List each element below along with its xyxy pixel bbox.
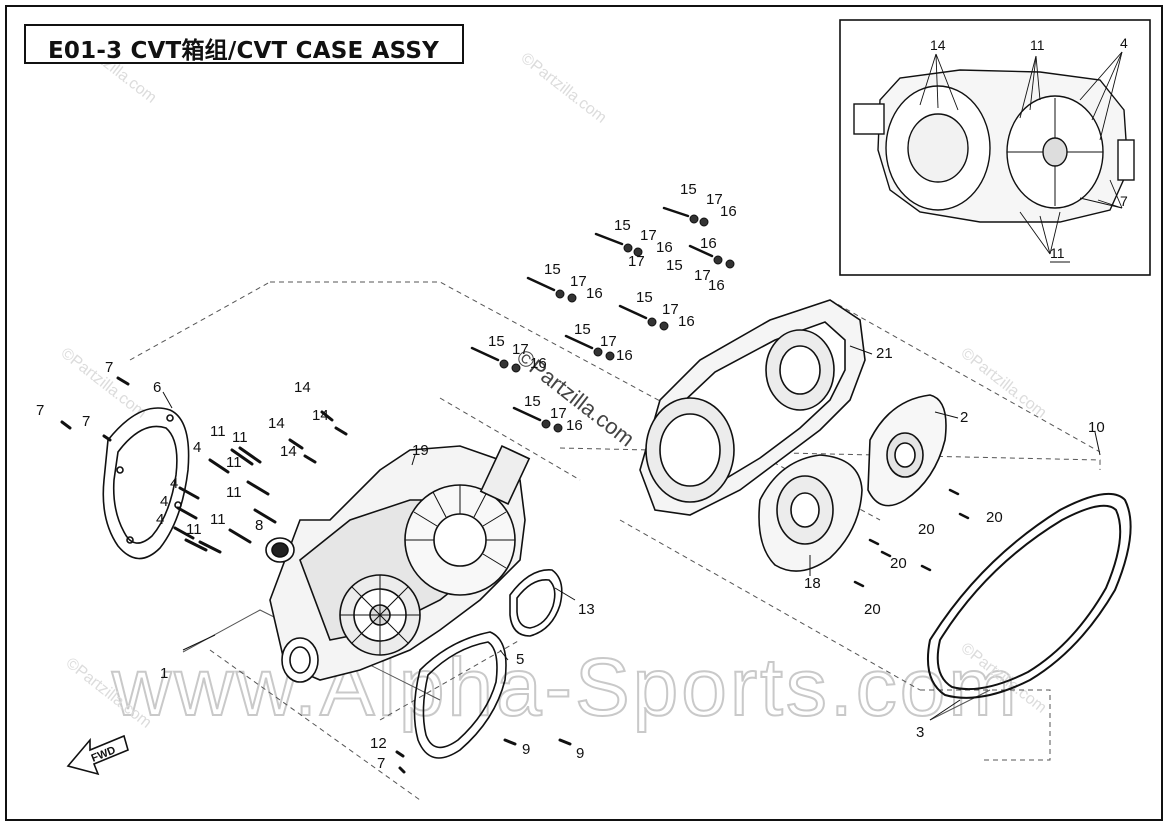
callout-11: 11 xyxy=(232,429,248,446)
gasket-6 xyxy=(102,407,190,560)
callout-11: 11 xyxy=(186,521,202,538)
inset-callout-4: 4 xyxy=(1120,35,1128,51)
callout-8: 8 xyxy=(255,517,263,534)
callout-11: 11 xyxy=(226,484,242,501)
inset-callout-11: 11 xyxy=(1030,37,1045,53)
callout-14: 14 xyxy=(312,407,329,424)
callout-15: 15 xyxy=(574,321,591,338)
callout-20: 20 xyxy=(890,555,907,572)
case-bolts-15 xyxy=(470,206,714,422)
callout-3: 3 xyxy=(916,724,924,741)
callout-17: 17 xyxy=(550,405,567,422)
partzilla-watermark-faint: ©Partzilla.com xyxy=(958,345,1050,422)
callout-16: 16 xyxy=(566,417,583,434)
callout-leaders xyxy=(162,345,1101,721)
callout-10: 10 xyxy=(1088,419,1105,436)
callout-14: 14 xyxy=(268,415,285,432)
callout-14: 14 xyxy=(280,443,297,460)
callout-17: 17 xyxy=(694,267,711,284)
callout-15: 15 xyxy=(680,181,697,198)
cvt-outer-case-1 xyxy=(269,444,531,683)
inset-callout-11: 11 xyxy=(1050,245,1065,261)
callout-16: 16 xyxy=(530,355,547,372)
callout-16: 16 xyxy=(708,277,725,294)
callout-20: 20 xyxy=(986,509,1003,526)
drawing-frame xyxy=(5,5,1163,821)
callout-15: 15 xyxy=(666,257,683,274)
callout-19: 19 xyxy=(412,442,429,459)
cvt-inner-case-21 xyxy=(639,299,866,516)
title-box: E01-3 CVT箱组/CVT CASE ASSY xyxy=(24,24,464,64)
callout-7: 7 xyxy=(36,402,44,419)
gasket-5 xyxy=(413,631,507,759)
partzilla-watermark-faint: ©Partzilla.com xyxy=(58,345,150,422)
callout-4: 4 xyxy=(156,511,164,528)
callout-11: 11 xyxy=(210,423,226,440)
callout-15: 15 xyxy=(488,333,505,350)
callout-6: 6 xyxy=(153,379,161,396)
callout-16: 16 xyxy=(586,285,603,302)
callout-7: 7 xyxy=(377,755,385,772)
cover-plate-18 xyxy=(758,454,863,572)
callout-7: 7 xyxy=(105,359,113,376)
inset-callout-14: 14 xyxy=(930,37,946,53)
callout-18: 18 xyxy=(804,575,821,592)
screws-20 xyxy=(853,488,970,588)
callout-17: 17 xyxy=(662,301,679,318)
callout-16: 16 xyxy=(720,203,737,220)
inset-detail-view: 14 11 4 7 11 xyxy=(839,19,1151,276)
callout-17: 17 xyxy=(628,253,645,270)
callout-11: 11 xyxy=(210,511,226,528)
callout-4: 4 xyxy=(193,439,201,456)
callout-17: 17 xyxy=(600,333,617,350)
oil-seal-8 xyxy=(265,537,295,563)
callout-16: 16 xyxy=(678,313,695,330)
callout-12: 12 xyxy=(370,735,387,752)
plate-2 xyxy=(867,394,947,507)
diagram-title: E01-3 CVT箱组/CVT CASE ASSY xyxy=(48,38,439,64)
callout-15: 15 xyxy=(544,261,561,278)
callout-7: 7 xyxy=(82,413,90,430)
gasket-3 xyxy=(926,493,1132,699)
bolts xyxy=(60,376,572,774)
callout-4: 4 xyxy=(170,475,178,492)
washers-16-17 xyxy=(499,214,735,433)
callout-13: 13 xyxy=(578,601,595,618)
fwd-arrow-icon: FWD xyxy=(66,734,129,776)
callout-17: 17 xyxy=(640,227,657,244)
callout-20: 20 xyxy=(918,521,935,538)
callout-15: 15 xyxy=(614,217,631,234)
callout-16: 16 xyxy=(656,239,673,256)
callout-17: 17 xyxy=(512,341,529,358)
callout-17: 17 xyxy=(706,191,723,208)
callout-20: 20 xyxy=(864,601,881,618)
callout-21: 21 xyxy=(876,345,893,362)
callout-1: 1 xyxy=(160,665,168,682)
callout-labels: 1 2 3 4 4 4 4 5 6 7 7 7 7 8 9 9 10 11 11… xyxy=(36,181,1105,772)
callout-15: 15 xyxy=(636,289,653,306)
callout-4: 4 xyxy=(160,493,168,510)
inset-callout-7: 7 xyxy=(1120,193,1128,209)
callout-16: 16 xyxy=(616,347,633,364)
fwd-label: FWD xyxy=(90,744,118,765)
callout-17: 17 xyxy=(570,273,587,290)
partzilla-watermark-faint: ©Partzilla.com xyxy=(518,50,610,127)
callout-5: 5 xyxy=(516,651,524,668)
callout-14: 14 xyxy=(294,379,311,396)
callout-2: 2 xyxy=(960,409,968,426)
gasket-13 xyxy=(509,569,563,637)
callout-9: 9 xyxy=(576,745,584,762)
alpha-sports-watermark: www.Alpha-Sports.com xyxy=(111,642,1020,733)
callout-16: 16 xyxy=(700,235,717,252)
callout-15: 15 xyxy=(524,393,541,410)
callout-11: 11 xyxy=(226,454,242,471)
callout-9: 9 xyxy=(522,741,530,758)
